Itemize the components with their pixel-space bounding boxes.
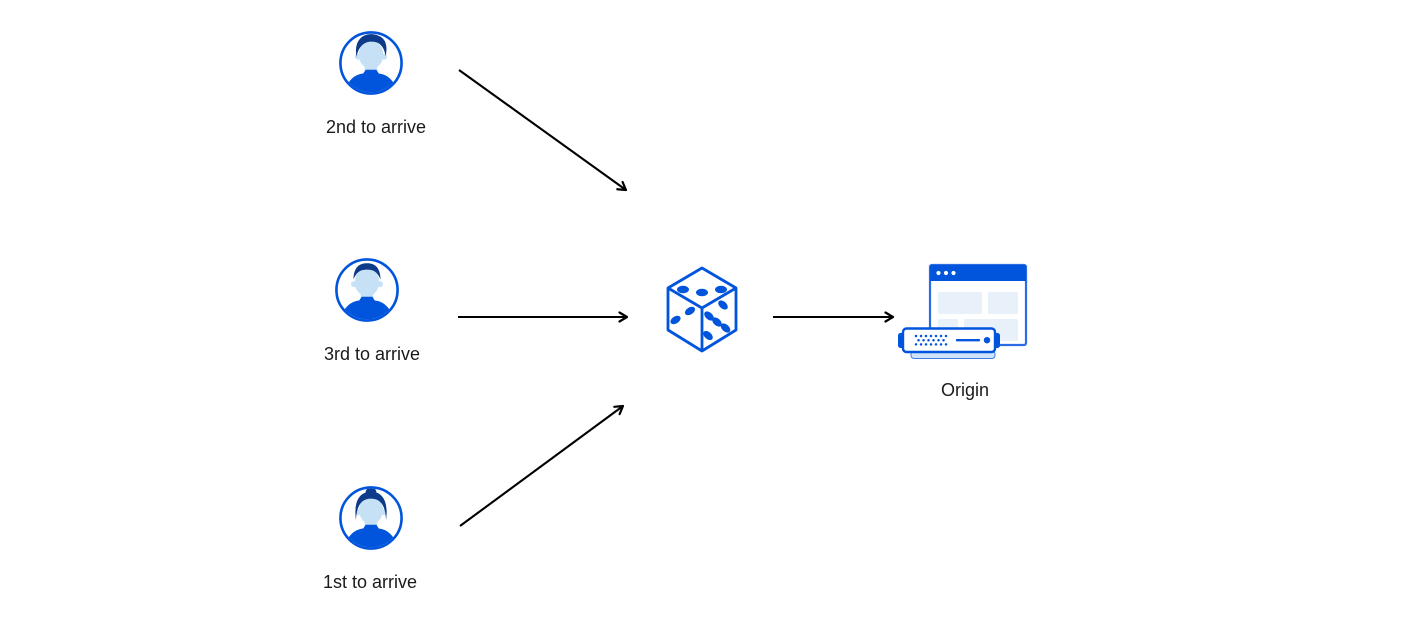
- male-user-avatar-icon: [339, 31, 403, 95]
- user-2nd-node: [338, 30, 404, 96]
- male-user-avatar-icon: [335, 258, 399, 322]
- server-icon: [898, 327, 1000, 359]
- origin-server-browser-icon: [898, 263, 1028, 359]
- random-selector-node: [664, 264, 740, 354]
- user-3rd-label: 3rd to arrive: [323, 344, 421, 364]
- arrow-1st-to-dice: [459, 404, 625, 527]
- dice-icon: [666, 266, 738, 353]
- browser-window-icon: [928, 263, 1028, 347]
- origin-label: Origin: [940, 380, 990, 400]
- origin-node: [896, 262, 1028, 362]
- user-1st-label: 1st to arrive: [322, 572, 418, 592]
- user-1st-node: [338, 485, 404, 551]
- female-user-avatar-icon: [339, 486, 403, 550]
- user-2nd-label: 2nd to arrive: [325, 117, 427, 137]
- user-3rd-node: [334, 257, 400, 323]
- arrow-2nd-to-dice: [458, 69, 628, 192]
